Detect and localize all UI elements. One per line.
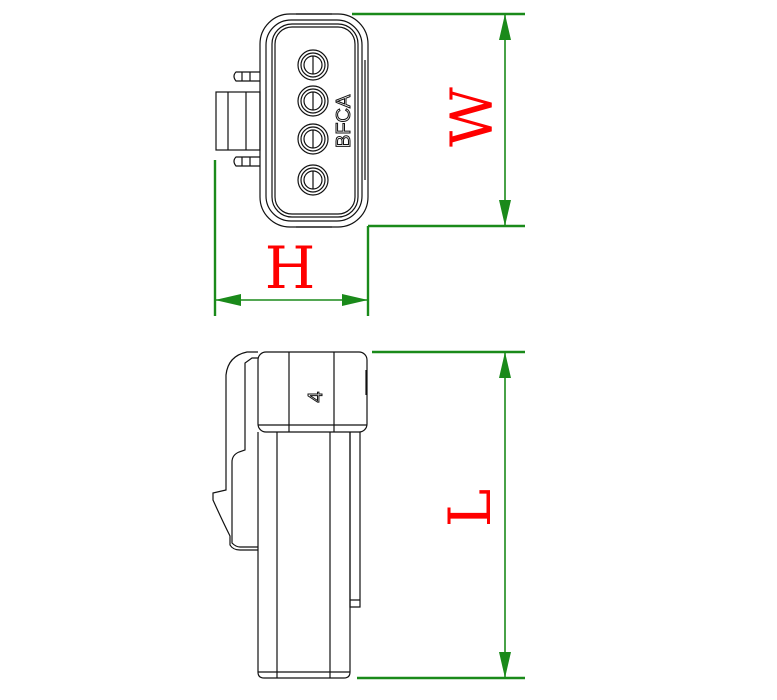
side-pin bbox=[349, 432, 361, 608]
connector-side-view: 4 bbox=[212, 351, 368, 679]
width-dimension: W bbox=[352, 12, 525, 228]
side-body bbox=[257, 432, 351, 679]
arrow-head-icon bbox=[499, 652, 511, 678]
pin-cavity bbox=[297, 49, 329, 81]
face-inner-wall-edge bbox=[274, 26, 356, 215]
face-inner-wall bbox=[271, 23, 359, 218]
connector-face-view: BFCA bbox=[215, 13, 369, 228]
arrow-head-icon bbox=[215, 294, 241, 306]
pin-cavity bbox=[297, 164, 329, 196]
side-latch-inner bbox=[231, 357, 258, 548]
latch-nub-bottom bbox=[233, 156, 260, 167]
height-label: H bbox=[265, 234, 316, 302]
cavity-marking: BFCA bbox=[333, 94, 355, 148]
side-latch bbox=[212, 351, 258, 551]
arrow-head-icon bbox=[499, 14, 511, 40]
arrow-head-icon bbox=[499, 352, 511, 378]
width-label: W bbox=[438, 87, 506, 147]
face-latch bbox=[215, 91, 261, 151]
length-label: L bbox=[436, 489, 504, 528]
position-marking: 4 bbox=[305, 391, 327, 402]
arrow-head-icon bbox=[499, 200, 511, 226]
side-head bbox=[257, 351, 368, 433]
pin-cavity bbox=[297, 123, 329, 155]
height-dimension: H bbox=[213, 160, 370, 316]
latch-nub-top bbox=[233, 71, 260, 82]
arrow-head-icon bbox=[342, 294, 368, 306]
length-dimension: L bbox=[357, 350, 525, 680]
face-outer-housing-inner-edge bbox=[265, 19, 363, 222]
pin-cavity bbox=[297, 85, 329, 117]
